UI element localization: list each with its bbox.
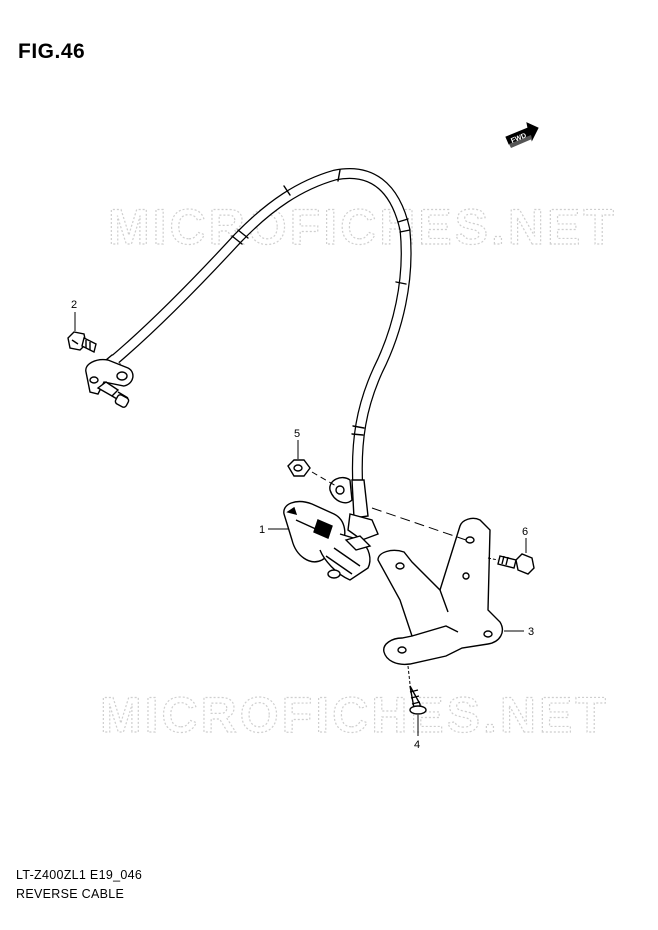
bolt-part-6 — [497, 553, 535, 575]
bolt-part-2 — [67, 331, 97, 354]
callout-4: 4 — [414, 739, 420, 751]
callout-3: 3 — [528, 626, 534, 638]
callout-5: 5 — [294, 428, 300, 440]
callout-6: 6 — [522, 526, 528, 538]
cable-lower-end — [329, 476, 379, 541]
nut-part-5 — [287, 459, 311, 477]
section-name: REVERSE CABLE — [16, 887, 125, 901]
nut-dash-line — [311, 471, 337, 487]
fwd-arrow-icon: FWD — [505, 122, 539, 148]
watermark-bottom: MICROFICHES.NET — [100, 687, 609, 743]
screw-dash-line — [407, 665, 411, 685]
callout-1: 1 — [259, 524, 265, 536]
model-code: LT-Z400ZL1 E19_046 — [16, 868, 143, 882]
bracket-part-3 — [377, 517, 504, 666]
figure-title: FIG.46 — [18, 40, 86, 63]
bolt-6-dash-line — [487, 557, 499, 561]
callout-2: 2 — [71, 299, 77, 311]
cable-end-lever — [85, 358, 134, 408]
bracket-dash-line — [371, 507, 467, 541]
screw-part-4 — [409, 685, 427, 715]
watermark-top: MICROFICHES.NET — [108, 199, 617, 255]
reverse-switch-part-1 — [283, 500, 372, 581]
